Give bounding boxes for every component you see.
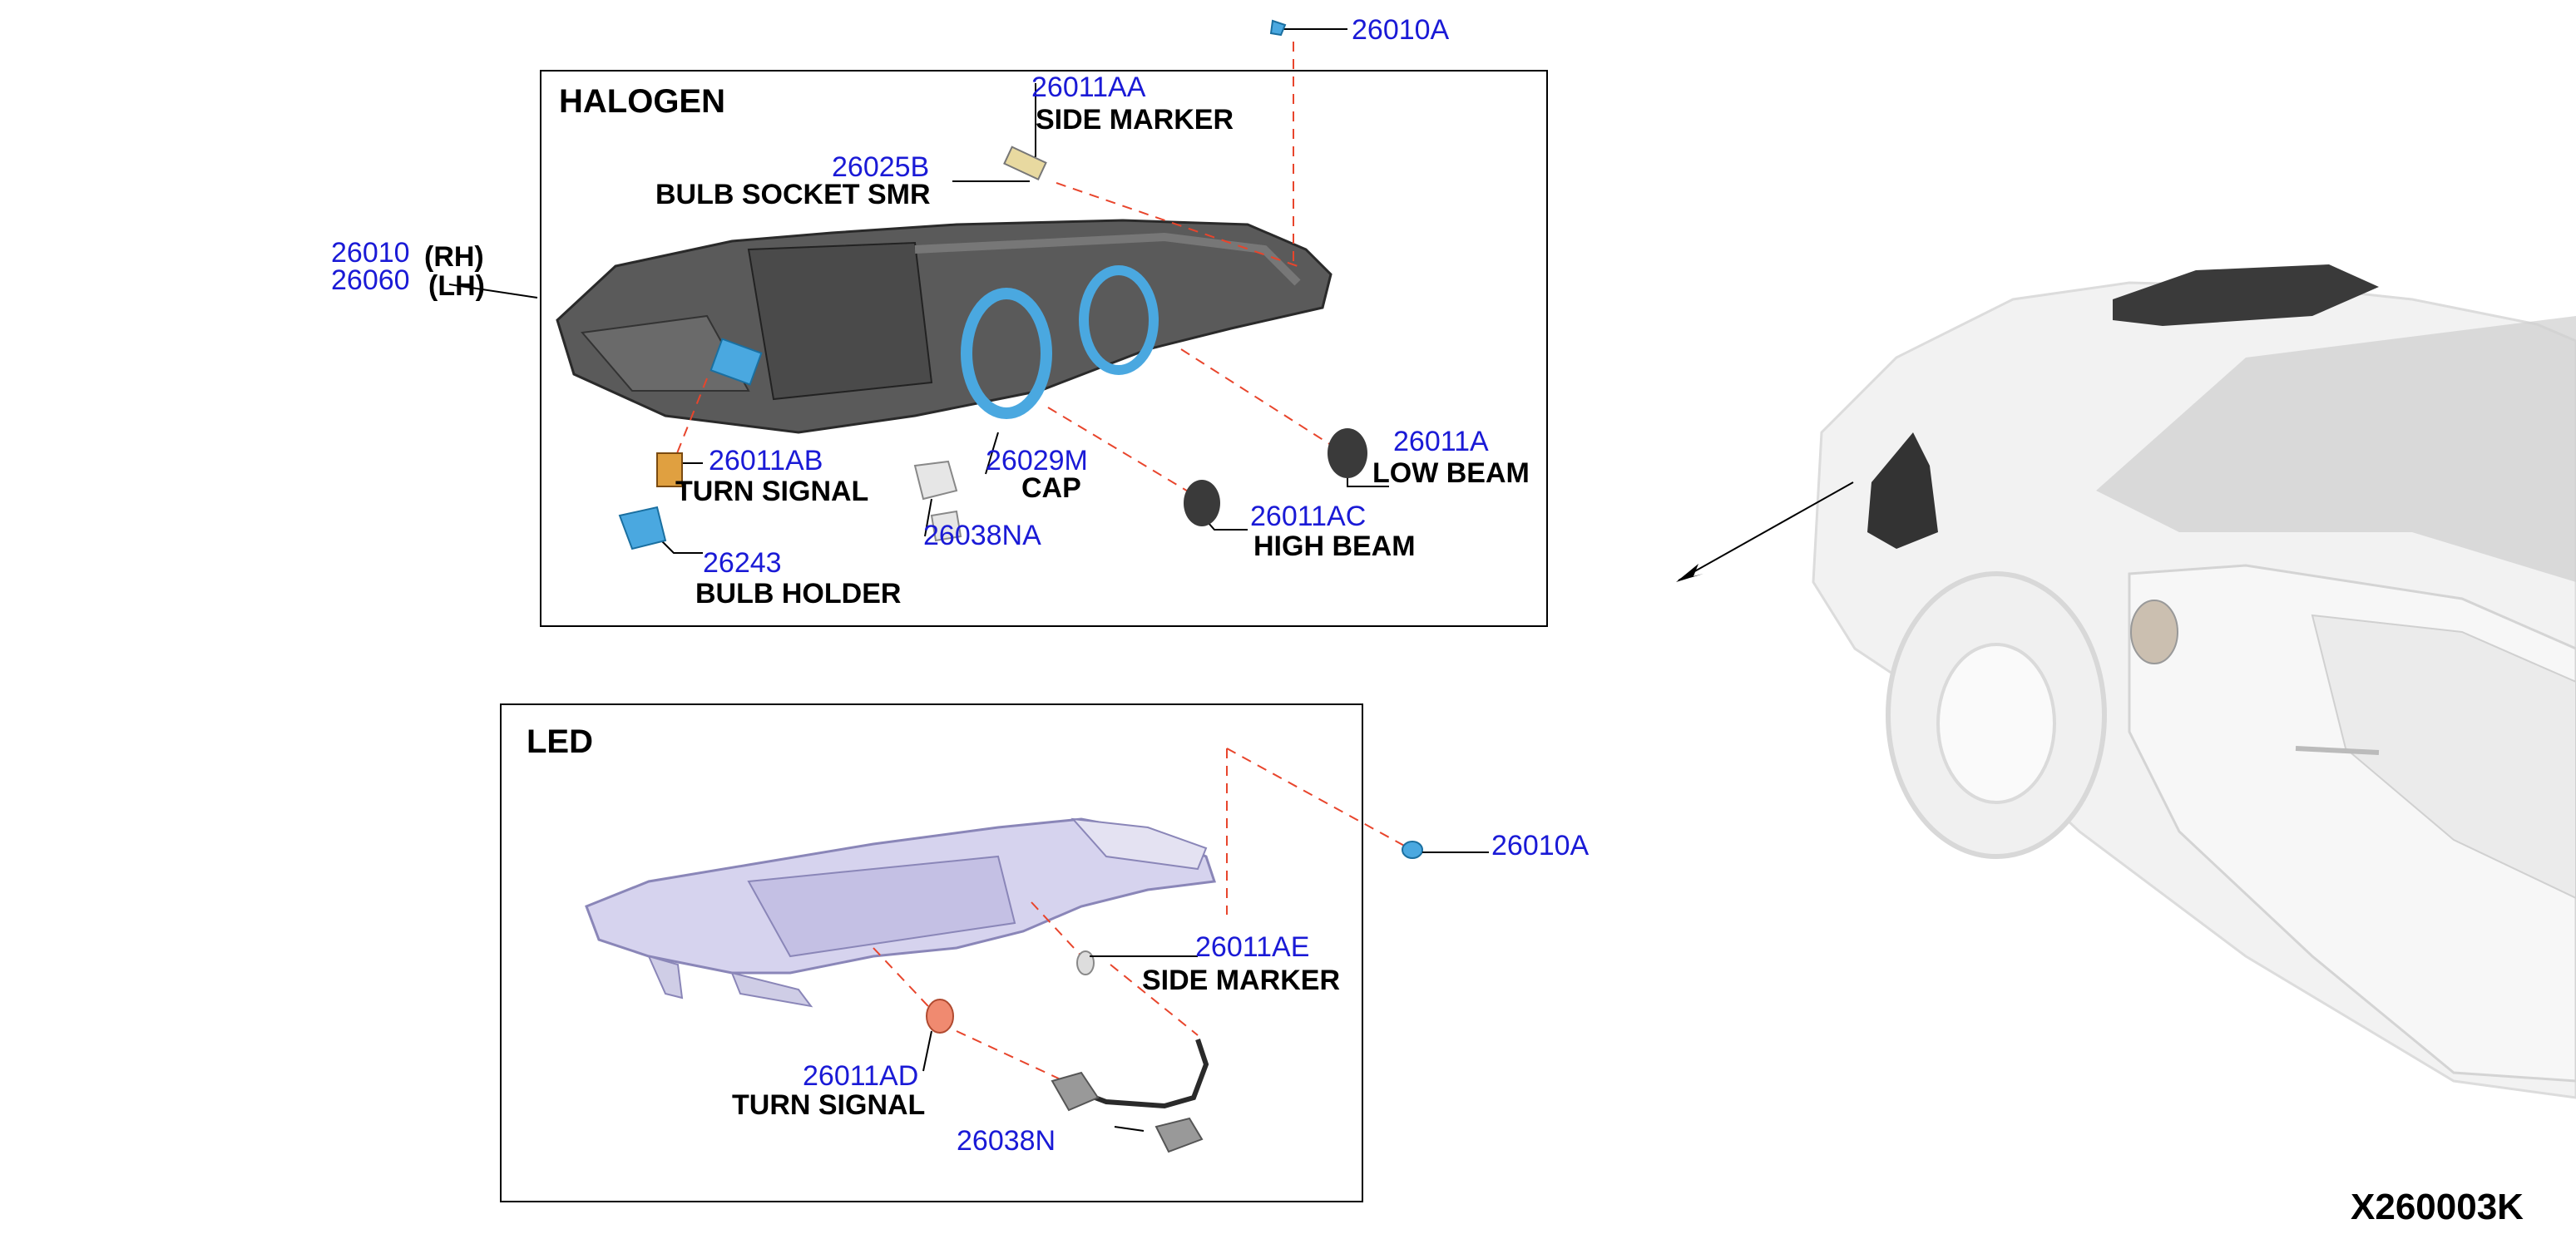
part-high-beam: 26011AC	[1250, 501, 1366, 532]
vehicle-illustration	[1676, 264, 2576, 1099]
led-panel: LED 26010A 26011AE SIDE MARKER 260	[500, 703, 1590, 1202]
side-marker-bulb-icon	[1003, 146, 1047, 181]
part-bulb-holder: 26243	[703, 547, 782, 579]
led-side-marker-bulb-icon	[1076, 950, 1095, 975]
name-turn-signal-led: TURN SIGNAL	[732, 1089, 925, 1121]
diagram-code: X260003K	[2351, 1187, 2524, 1227]
part-harness-26038n: 26038N	[957, 1125, 1056, 1157]
clip-26010a-icon	[1269, 19, 1287, 37]
turn-signal-bulb-icon	[656, 452, 683, 487]
name-turn-signal-halogen: TURN SIGNAL	[675, 476, 868, 507]
view-arrow-icon	[1676, 564, 1703, 582]
led-headlamp-assembly	[585, 817, 1217, 1008]
halogen-cap-ring-right	[1079, 265, 1159, 375]
harness-wire	[1071, 1039, 1209, 1109]
socket-26038na-icon	[913, 460, 958, 501]
part-low-beam: 26011A	[1393, 426, 1489, 457]
side-lh: (LH)	[428, 270, 485, 302]
part-26010a-top: 26010A	[1352, 14, 1450, 46]
name-high-beam: HIGH BEAM	[1253, 531, 1416, 562]
name-cap: CAP	[1021, 472, 1081, 504]
side-rh: (RH)	[424, 241, 484, 273]
part-turn-signal-led: 26011AD	[803, 1060, 918, 1092]
name-side-marker-led: SIDE MARKER	[1142, 965, 1340, 996]
low-beam-bulb-icon	[1328, 428, 1367, 478]
part-26010a-led: 26010A	[1491, 830, 1590, 861]
led-turn-signal-bulb-icon	[926, 999, 954, 1034]
name-low-beam: LOW BEAM	[1372, 457, 1530, 489]
bulb-holder-icon	[618, 506, 667, 550]
part-headlamp-rh: 26010	[331, 237, 410, 269]
clip-26010a-led-icon	[1402, 841, 1423, 859]
halogen-headlamp-assembly	[556, 219, 1332, 434]
name-side-marker-halogen: SIDE MARKER	[1036, 104, 1234, 136]
part-headlamp-lh: 26060	[331, 264, 410, 296]
led-title: LED	[527, 723, 593, 760]
part-turn-signal-halogen: 26011AB	[709, 445, 823, 476]
part-cap: 26029M	[986, 445, 1088, 476]
name-bulb-holder: BULB HOLDER	[695, 578, 901, 610]
part-side-marker-halogen: 26011AA	[1031, 72, 1146, 103]
halogen-title: HALOGEN	[559, 83, 725, 120]
part-side-marker-led: 26011AE	[1195, 931, 1309, 963]
high-beam-bulb-icon	[1184, 480, 1220, 526]
led-frame	[500, 703, 1363, 1202]
harness-connector-icon	[1051, 1071, 1100, 1112]
part-socket-26038na: 26038NA	[923, 520, 1041, 551]
part-bulb-socket: 26025B	[832, 151, 929, 183]
name-bulb-socket: BULB SOCKET SMR	[655, 179, 931, 210]
halogen-panel: HALOGEN	[331, 14, 1548, 627]
halogen-frame	[540, 70, 1548, 627]
halogen-cap-ring-left	[961, 288, 1052, 419]
